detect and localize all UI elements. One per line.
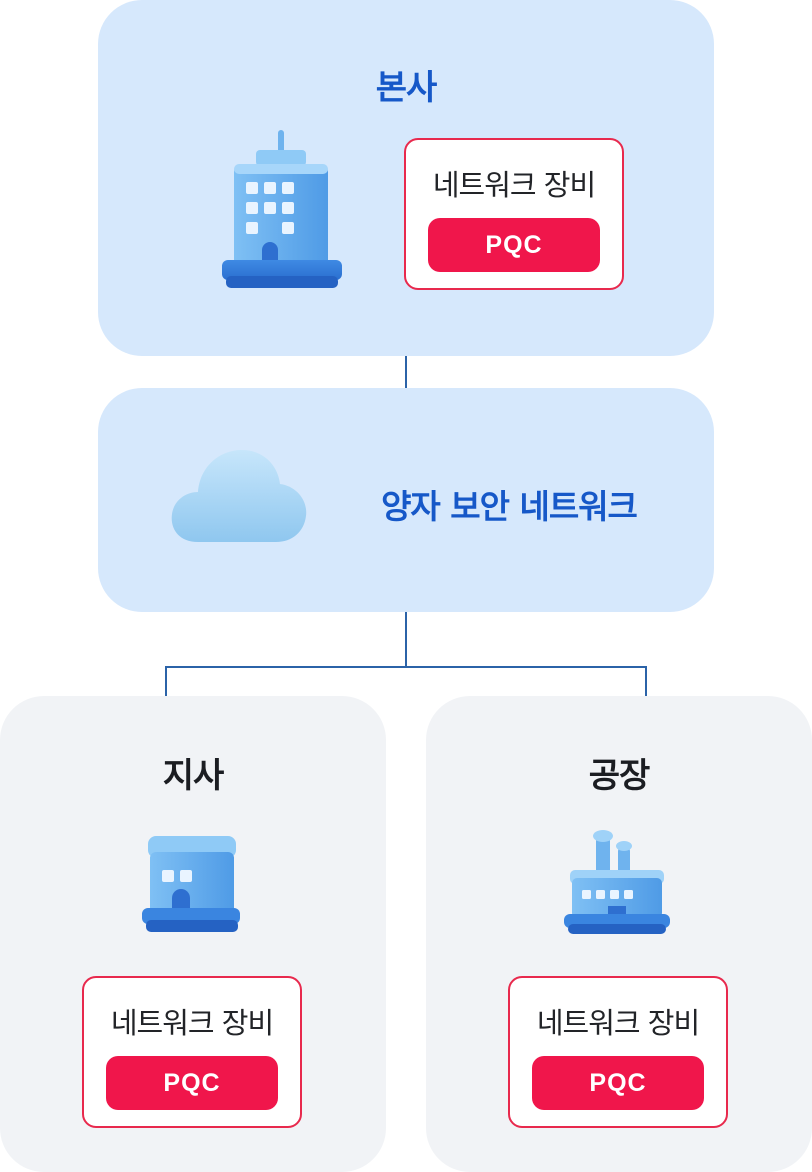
connector-horizontal	[165, 666, 647, 668]
connector-hq-network	[405, 356, 407, 388]
hq-equipment-card: 네트워크 장비 PQC	[404, 138, 624, 290]
cloud-icon	[171, 450, 307, 542]
branch-pqc-badge[interactable]: PQC	[106, 1056, 278, 1110]
branch-title: 지사	[162, 756, 225, 796]
factory-equipment-label: 네트워크 장비	[536, 1006, 700, 1040]
factory-pqc-badge[interactable]: PQC	[532, 1056, 704, 1110]
small-office-icon	[142, 836, 240, 932]
network-panel: 양자 보안 네트워크	[98, 388, 714, 612]
hq-panel: 본사 네트워크 장비 PQC	[98, 0, 714, 356]
connector-network-down	[405, 612, 407, 667]
office-tower-icon	[222, 130, 342, 288]
branch-equipment-card: 네트워크 장비 PQC	[82, 976, 302, 1128]
hq-title: 본사	[375, 68, 438, 108]
connector-to-factory	[645, 666, 647, 696]
connector-to-branch	[165, 666, 167, 696]
branch-equipment-label: 네트워크 장비	[110, 1006, 274, 1040]
branch-panel: 지사 네트워크 장비 PQC	[0, 696, 386, 1172]
factory-panel: 공장 네트워크 장비 PQC	[426, 696, 812, 1172]
factory-icon	[564, 830, 670, 934]
hq-pqc-badge[interactable]: PQC	[428, 218, 600, 272]
factory-equipment-card: 네트워크 장비 PQC	[508, 976, 728, 1128]
factory-title: 공장	[588, 756, 651, 796]
hq-equipment-label: 네트워크 장비	[432, 168, 596, 202]
network-title: 양자 보안 네트워크	[381, 487, 638, 526]
